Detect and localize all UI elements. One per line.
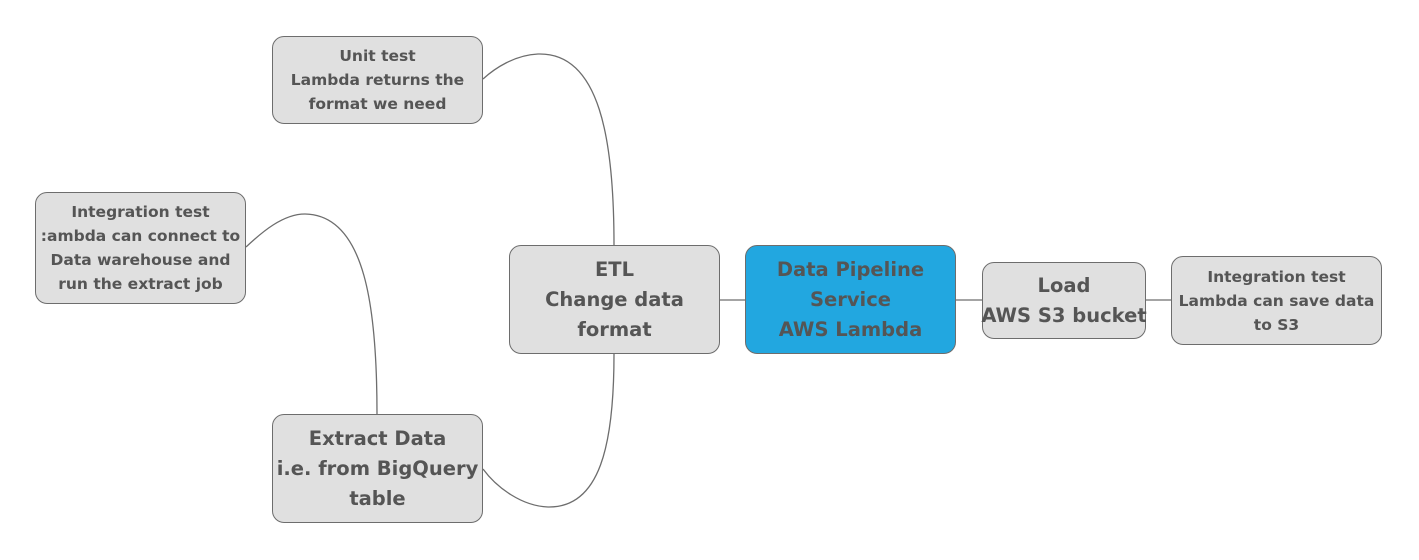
load-line-1: Load — [1037, 273, 1091, 297]
central-line-2: Service — [809, 287, 892, 311]
integration-warehouse-line-2: :ambda can connect to — [40, 227, 241, 245]
unit-test-line-1: Unit test — [339, 47, 416, 65]
etl-line-3: format — [577, 317, 652, 341]
unit-test-line-2: Lambda returns the — [290, 71, 465, 89]
integration-test-s3-node[interactable]: Integration test Lambda can save data to… — [1171, 256, 1382, 345]
connector-extract-to-integration-test — [245, 213, 378, 415]
extract-data-node[interactable]: Extract Data i.e. from BigQuery table — [272, 414, 483, 523]
load-node[interactable]: Load AWS S3 bucket — [981, 262, 1147, 339]
integration-s3-line-2: Lambda can save data — [1178, 291, 1375, 310]
integration-warehouse-line-3: Data warehouse and — [50, 251, 231, 269]
connector-etl-to-extract — [482, 353, 615, 508]
extract-line-3: table — [349, 486, 406, 510]
extract-line-1: Extract Data — [308, 426, 447, 450]
unit-test-node[interactable]: Unit test Lambda returns the format we n… — [272, 36, 483, 124]
connector-etl-to-unit-test — [482, 53, 615, 246]
central-topic-node[interactable]: Data Pipeline Service AWS Lambda — [745, 245, 956, 354]
central-line-3: AWS Lambda — [778, 317, 923, 341]
etl-line-1: ETL — [594, 257, 635, 281]
unit-test-line-3: format we need — [308, 95, 447, 113]
integration-test-warehouse-node[interactable]: Integration test :ambda can connect to D… — [35, 192, 246, 304]
integration-s3-line-3: to S3 — [1253, 315, 1300, 334]
extract-line-2: i.e. from BigQuery — [276, 456, 479, 480]
integration-warehouse-line-4: run the extract job — [58, 275, 223, 293]
load-line-2: AWS S3 bucket — [981, 303, 1147, 327]
integration-s3-line-1: Integration test — [1207, 267, 1346, 286]
etl-line-2: Change data — [545, 287, 684, 311]
integration-warehouse-line-1: Integration test — [71, 203, 210, 221]
central-line-1: Data Pipeline — [776, 257, 925, 281]
etl-node[interactable]: ETL Change data format — [509, 245, 720, 354]
